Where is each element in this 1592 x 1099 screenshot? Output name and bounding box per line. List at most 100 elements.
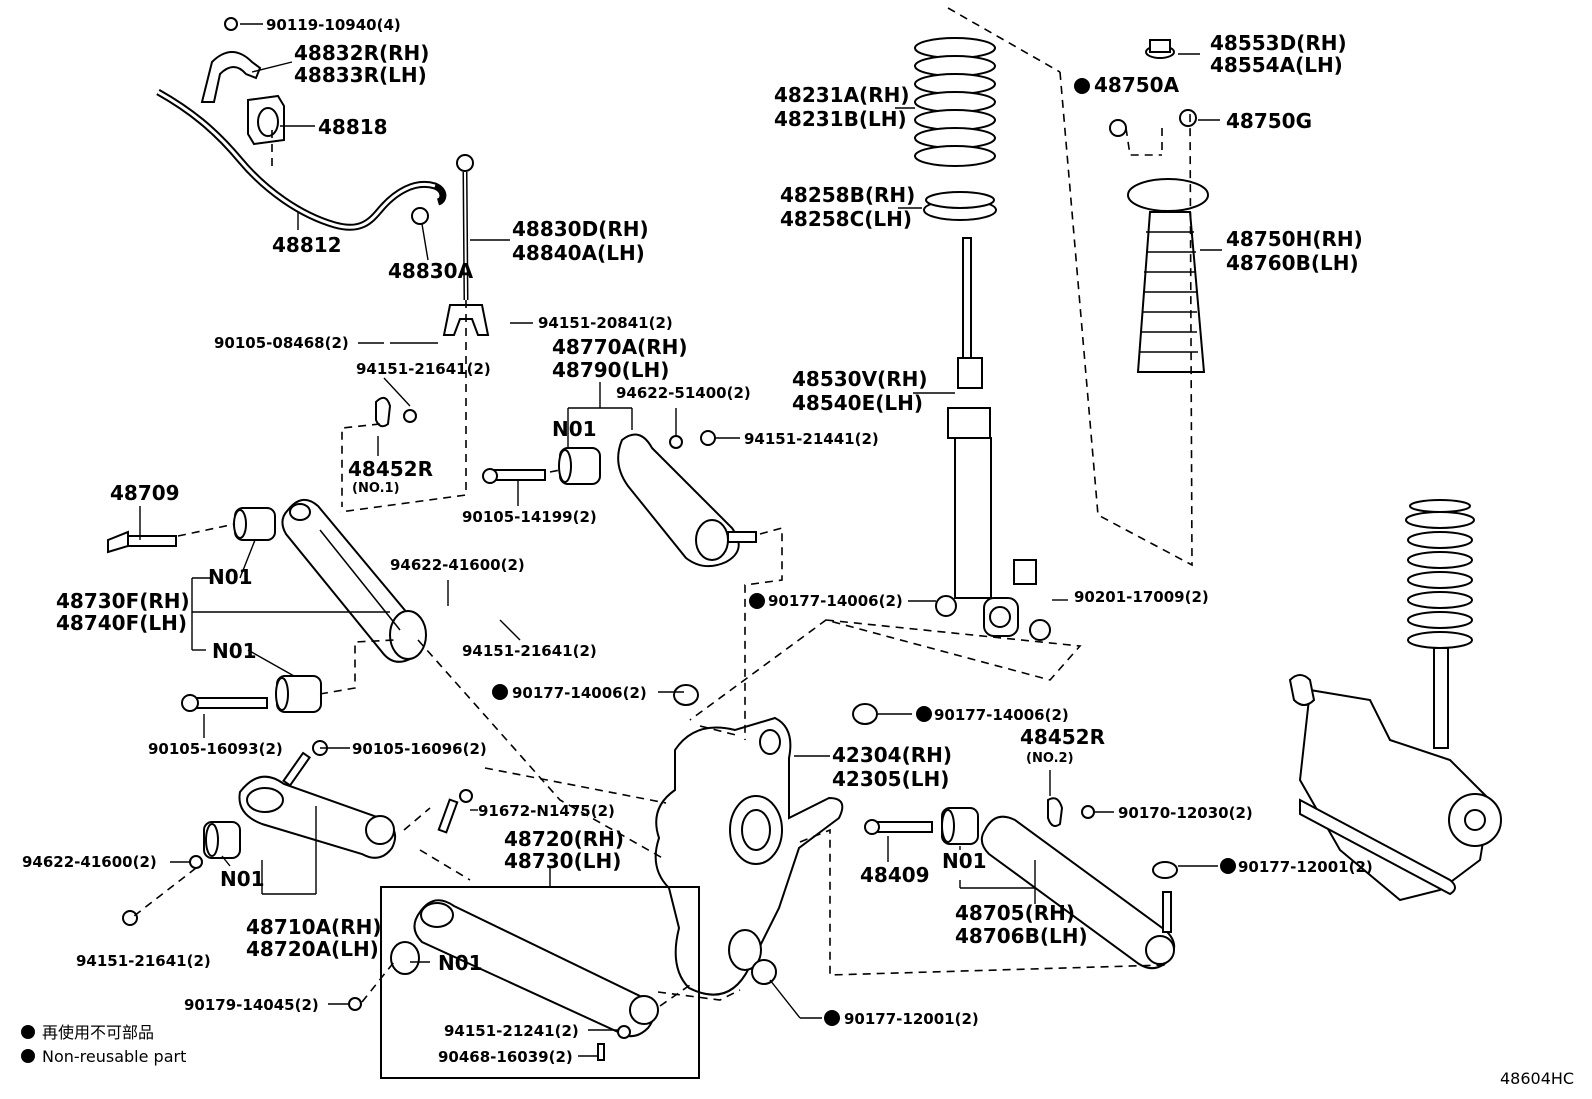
- label-n01-b: N01: [208, 565, 253, 589]
- label-90468-16039: 90468-16039(2): [438, 1048, 573, 1066]
- legend-dot: [21, 1049, 35, 1063]
- label-48770A: 48770A(RH): [552, 335, 687, 359]
- knuckle: [654, 684, 878, 996]
- label-48530V: 48530V(RH): [792, 367, 927, 391]
- legend: 再使用不可部品 Non-reusable part: [42, 1023, 186, 1066]
- non-reusable-dot: [824, 1010, 840, 1026]
- label-48231B: 48231B(LH): [774, 107, 907, 131]
- non-reusable-dot: [1074, 78, 1090, 94]
- label-90201-17009: 90201-17009(2): [1074, 588, 1209, 606]
- part-labels: 90119-10940(4) 48832R(RH) 48833R(LH) 488…: [22, 16, 1373, 1066]
- non-reusable-dot: [1220, 858, 1236, 874]
- arm-48720: [348, 899, 659, 1061]
- label-90177-12001-b: 90177-12001(2): [844, 1010, 979, 1028]
- label-48540E: 48540E(LH): [792, 391, 923, 415]
- bushing-48709: [107, 507, 276, 554]
- label-48706B: 48706B(LH): [955, 924, 1088, 948]
- label-48750A: 48750A: [1094, 73, 1180, 97]
- label-90177-14006-c: 90177-14006(2): [934, 706, 1069, 724]
- non-reusable-dot: [749, 593, 765, 609]
- leader-lines: [139, 23, 1222, 1057]
- label-42304: 42304(RH): [832, 743, 952, 767]
- label-48830D: 48830D(RH): [512, 217, 649, 241]
- label-48710A: 48710A(RH): [246, 915, 381, 939]
- label-48231A: 48231A(RH): [774, 83, 909, 107]
- stabilizer-bushing: [247, 94, 429, 225]
- label-90119: 90119-10940(4): [266, 16, 401, 34]
- label-94151-21641-b: 94151-21641(2): [462, 642, 597, 660]
- legend-english: Non-reusable part: [42, 1047, 186, 1066]
- label-48832: 48832R(RH): [294, 41, 429, 65]
- label-90179-14045: 90179-14045(2): [184, 996, 319, 1014]
- label-48554A: 48554A(LH): [1210, 53, 1343, 77]
- label-90105-08468: 90105-08468(2): [214, 334, 349, 352]
- arm-group-box: [380, 886, 700, 1079]
- stabilizer-bracket: [200, 17, 262, 103]
- label-48812: 48812: [272, 233, 342, 257]
- non-reusable-dot: [916, 706, 932, 722]
- label-48705: 48705(RH): [955, 901, 1075, 925]
- stabilizer-link: [442, 154, 490, 336]
- label-n01-a: N01: [552, 417, 597, 441]
- label-48750G: 48750G: [1226, 109, 1312, 133]
- label-48750H: 48750H(RH): [1226, 227, 1363, 251]
- arm-48710A: [122, 740, 473, 926]
- arm-48705: [864, 797, 1178, 970]
- label-48553D: 48553D(RH): [1210, 31, 1347, 55]
- label-48730F: 48730F(RH): [56, 589, 190, 613]
- upper-arm-48730F: [281, 499, 427, 663]
- label-48452R-2: 48452R: [1020, 725, 1105, 749]
- label-90105-16096: 90105-16096(2): [352, 740, 487, 758]
- label-90105-14199: 90105-14199(2): [462, 508, 597, 526]
- label-94151-21641-a: 94151-21641(2): [356, 360, 491, 378]
- bushing-n01-lower: [181, 675, 322, 713]
- label-90177-12001-a: 90177-12001(2): [1238, 858, 1373, 876]
- label-n01-d: N01: [220, 867, 265, 891]
- label-48720A: 48720A(LH): [246, 937, 379, 961]
- label-42305: 42305(LH): [832, 767, 949, 791]
- coil-spring: [914, 37, 996, 167]
- label-48833: 48833R(LH): [294, 63, 427, 87]
- label-48709: 48709: [110, 481, 180, 505]
- label-94151-20841: 94151-20841(2): [538, 314, 673, 332]
- label-48760B: 48760B(LH): [1226, 251, 1359, 275]
- label-90105-16093: 90105-16093(2): [148, 740, 283, 758]
- label-90170-12030: 90170-12030(2): [1118, 804, 1253, 822]
- arm-48770A: [375, 396, 757, 568]
- label-48840A: 48840A(LH): [512, 241, 645, 265]
- spring-seat: [923, 191, 997, 221]
- label-48452R-1: 48452R: [348, 457, 433, 481]
- label-48730: 48730(LH): [504, 849, 621, 873]
- shock-absorber: [935, 237, 1051, 641]
- label-48258B: 48258B(RH): [780, 183, 915, 207]
- label-90177-14006-a: 90177-14006(2): [512, 684, 647, 702]
- non-reusable-markers: [21, 78, 1236, 1063]
- label-94622-41600-a: 94622-41600(2): [390, 556, 525, 574]
- guide-lines: [133, 7, 1193, 1007]
- strut-mount: [1109, 39, 1209, 373]
- legend-dot: [21, 1025, 35, 1039]
- non-reusable-dot: [492, 684, 508, 700]
- label-94151-21441: 94151-21441(2): [744, 430, 879, 448]
- label-48818: 48818: [318, 115, 388, 139]
- assembly-view: [1288, 499, 1502, 902]
- label-48258C: 48258C(LH): [780, 207, 912, 231]
- label-94622-51400: 94622-51400(2): [616, 384, 751, 402]
- label-48790: 48790(LH): [552, 358, 669, 382]
- label-no2: (NO.2): [1026, 751, 1074, 766]
- label-48409: 48409: [860, 863, 930, 887]
- label-48720: 48720(RH): [504, 827, 624, 851]
- label-n01-e: N01: [438, 951, 483, 975]
- label-94151-21641-c: 94151-21641(2): [76, 952, 211, 970]
- label-48830A: 48830A: [388, 259, 474, 283]
- label-94622-41600-b: 94622-41600(2): [22, 853, 157, 871]
- diagram-code: 48604HC: [1500, 1069, 1574, 1088]
- label-n01-c: N01: [212, 639, 257, 663]
- stabilizer-bar: [156, 88, 447, 231]
- label-94151-21241: 94151-21241(2): [444, 1022, 579, 1040]
- label-n01-f: N01: [942, 849, 987, 873]
- label-91672-n1475: 91672-N1475(2): [478, 802, 615, 820]
- legend-japanese: 再使用不可部品: [42, 1023, 154, 1042]
